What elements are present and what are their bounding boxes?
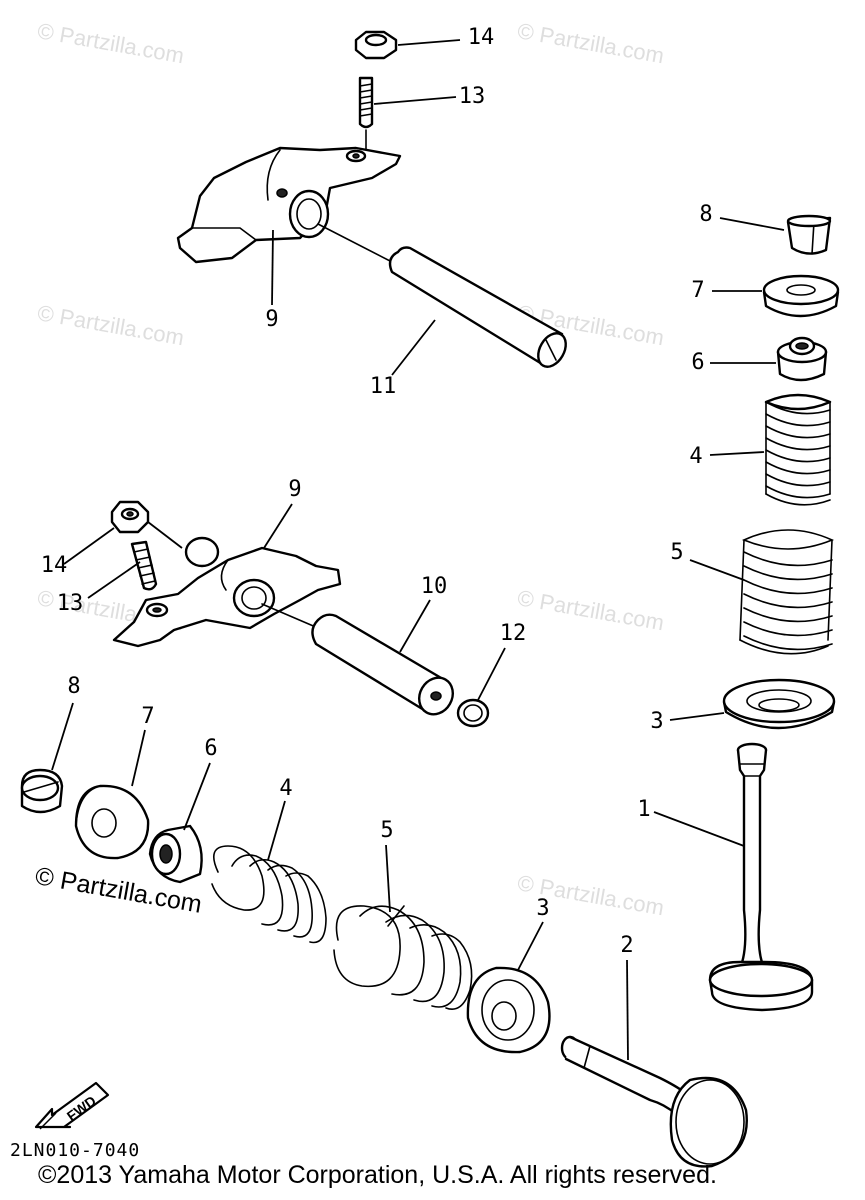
callout-9-mid: 9 [288,477,302,502]
cotter-8-right [786,214,832,255]
nut-14-mid [110,500,150,534]
cotter-8-lower [20,768,64,814]
valve-1 [708,742,814,1012]
callout-12: 12 [499,621,527,646]
outer-spring-5-lower [333,905,473,1010]
callout-13-mid: 13 [56,591,84,616]
callout-7-lower: 7 [141,704,155,729]
callout-13-top: 13 [458,84,486,109]
retainer-7-lower [74,784,150,860]
copyright-notice: ©2013 Yamaha Motor Corporation, U.S.A. A… [38,1161,717,1189]
callout-14-mid: 14 [40,553,68,578]
stud-13-mid [130,540,158,591]
inner-spring-4-right [764,393,832,506]
stud-13-top [358,76,374,153]
rocker-shaft-10 [261,603,455,716]
inner-spring-4-lower [211,845,327,944]
rocker-arm-9-mid [112,536,342,648]
spring-seat-3-right [722,678,836,730]
callout-2: 2 [620,933,634,958]
callout-4-lower: 4 [279,776,293,801]
nut-14-top [354,30,398,60]
spring-seat-3-lower [466,966,551,1054]
outer-spring-5-right [739,529,835,655]
callout-14-top: 14 [467,25,495,50]
seal-6-lower [148,824,203,884]
drawing-code: 2LN010-7040 [10,1140,141,1161]
seal-6-right [776,336,828,382]
callout-3-right: 3 [650,709,664,734]
callout-11: 11 [369,374,397,399]
callout-7-right: 7 [691,278,705,303]
callout-5-right: 5 [670,540,684,565]
leader-lines [51,39,785,1061]
rocker-shaft-11 [317,223,567,368]
callout-9-top: 9 [265,307,279,332]
retainer-7-right [762,274,840,318]
callout-6-right: 6 [691,350,705,375]
o-ring-12 [456,698,490,728]
callout-8-right: 8 [699,202,713,227]
callout-4-right: 4 [689,444,703,469]
forward-arrow-icon: FWD [30,1075,120,1140]
callout-10: 10 [420,574,448,599]
callout-6-lower: 6 [204,736,218,761]
callout-3-lower: 3 [536,896,550,921]
callout-1: 1 [637,797,651,822]
valve-2 [560,1035,748,1168]
rocker-arm-9-top [176,146,402,264]
callout-8-lower: 8 [67,674,81,699]
callout-5-lower: 5 [380,818,394,843]
